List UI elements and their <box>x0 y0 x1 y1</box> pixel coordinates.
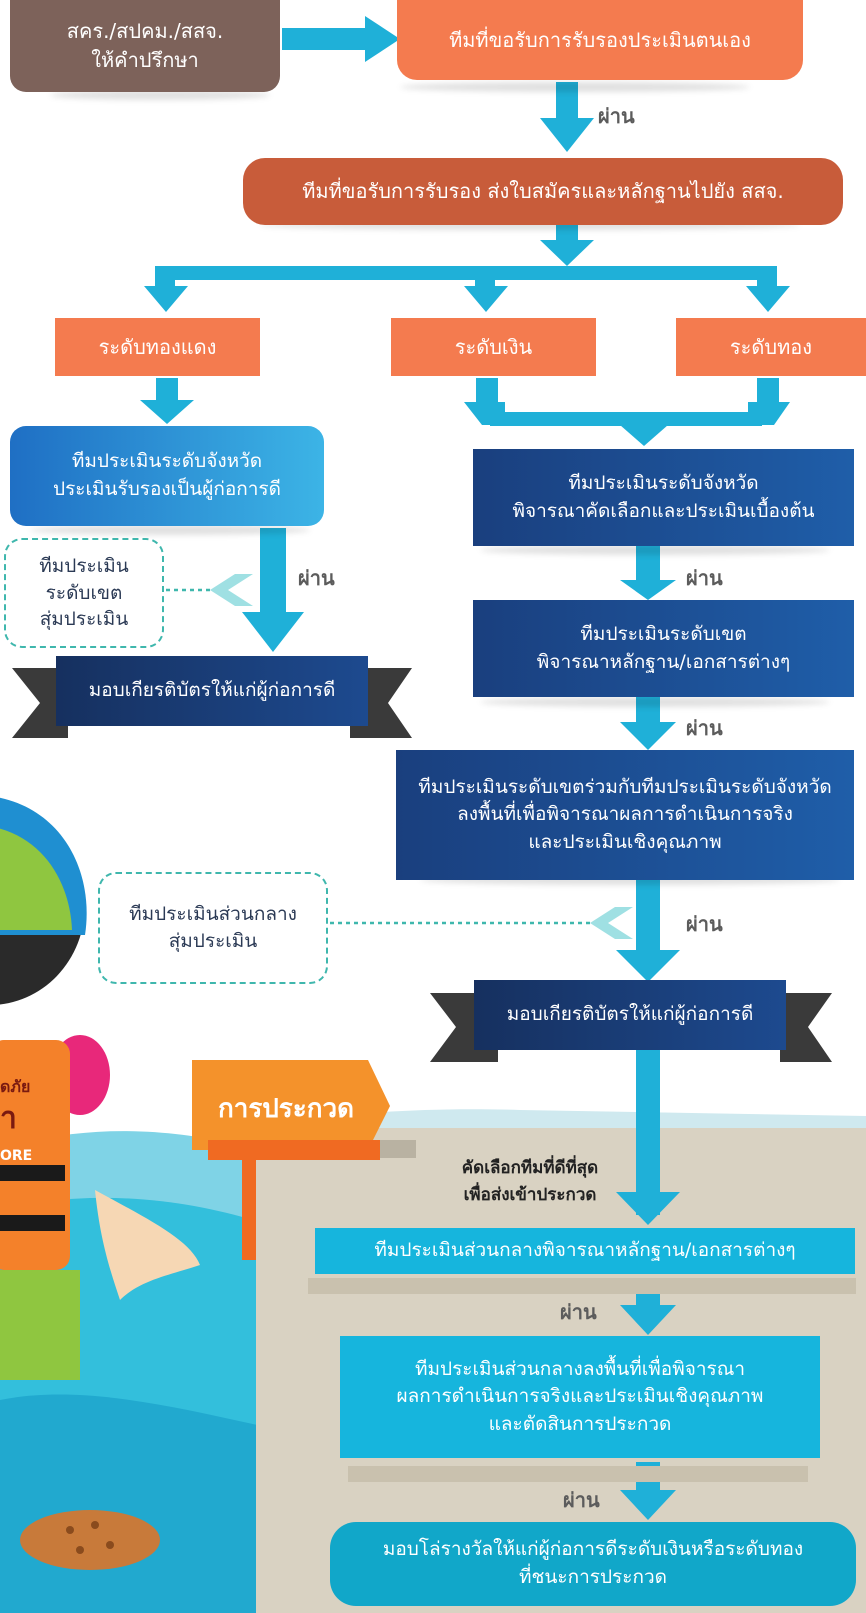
vest-text-1: ดภัย <box>0 1077 31 1096</box>
level-gold: ระดับทอง <box>676 318 866 376</box>
shadow <box>480 545 830 555</box>
award-line2: ที่ชนะการประกวด <box>519 1566 667 1588</box>
shadow <box>260 220 800 230</box>
joint-field-line1: ทีมประเมินระดับเขตร่วมกับทีมประเมินระดับ… <box>418 775 832 798</box>
award-box: มอบโล่รางวัลให้แก่ผู้ก่อการดีระดับเงินหร… <box>330 1522 856 1606</box>
pass-label: ผ่าน <box>598 104 635 128</box>
central-field-line3: และตัดสินการประกวด <box>488 1412 672 1435</box>
submit-box: ทีมที่ขอรับการรับรอง ส่งใบสมัครและหลักฐา… <box>243 158 843 225</box>
joint-field-line3: และประเมินเชิงคุณภาพ <box>528 830 722 853</box>
central-field-box: ทีมประเมินส่วนกลางลงพื้นที่เพื่อพิจารณา … <box>340 1336 820 1458</box>
province-bronze-box: ทีมประเมินระดับจังหวัด ประเมินรับรองเป็น… <box>10 426 324 526</box>
level-silver-label: ระดับเงิน <box>454 334 533 359</box>
pass-label: ผ่าน <box>686 566 723 590</box>
province-bronze-line2: ประเมินรับรองเป็นผู้ก่อการดี <box>53 478 281 500</box>
central-review-text: ทีมประเมินส่วนกลางพิจารณาหลักฐาน/เอกสารต… <box>374 1239 796 1262</box>
contest-title: การประกวด <box>218 1094 354 1124</box>
joint-field-box: ทีมประเมินระดับเขตร่วมกับทีมประเมินระดับ… <box>396 750 854 880</box>
award-line1: มอบโล่รางวัลให้แก่ผู้ก่อการดีระดับเงินหร… <box>382 1538 804 1561</box>
district-random-line2: ระดับเขต <box>45 581 123 604</box>
self-assess-text: ทีมที่ขอรับการรับรองประเมินตนเอง <box>449 27 751 52</box>
select-best-text: คัดเลือกทีมที่ดีที่สุด เพื่อส่งเข้าประกว… <box>430 1155 630 1209</box>
vest-text-3: ORE <box>0 1148 33 1164</box>
province-silver-box: ทีมประเมินระดับจังหวัด พิจารณาคัดเลือกแล… <box>473 449 854 546</box>
central-random-line2: สุ่มประเมิน <box>168 930 258 952</box>
central-random-line1: ทีมประเมินส่วนกลาง <box>129 903 297 926</box>
advisor-box: สคร./สปคม./สสจ. ให้คำปรึกษา <box>10 0 280 92</box>
shadow <box>30 525 310 535</box>
shadow <box>480 697 830 707</box>
level-silver: ระดับเงิน <box>391 318 596 376</box>
shadow <box>420 875 840 885</box>
advisor-line2: ให้คำปรึกษา <box>91 48 199 72</box>
certificate-left-box: มอบเกียรติบัตรให้แก่ผู้ก่อการดี <box>56 656 368 726</box>
central-field-line2: ผลการดำเนินการจริงและประเมินเชิงคุณภาพ <box>396 1385 764 1408</box>
central-field-line1: ทีมประเมินส่วนกลางลงพื้นที่เพื่อพิจารณา <box>414 1357 746 1380</box>
self-assess-box: ทีมที่ขอรับการรับรองประเมินตนเอง <box>397 0 803 80</box>
submit-text: ทีมที่ขอรับการรับรอง ส่งใบสมัครและหลักฐา… <box>302 179 784 203</box>
shelf <box>348 1466 808 1482</box>
district-random-line1: ทีมประเมิน <box>39 555 129 578</box>
vest-text-2: า <box>0 1101 17 1136</box>
district-review-line2: พิจารณาหลักฐาน/เอกสารต่างๆ <box>536 650 791 673</box>
joint-field-line2: ลงพื้นที่เพื่อพิจารณาผลการดำเนินการจริง <box>457 803 793 826</box>
level-gold-label: ระดับทอง <box>729 334 813 359</box>
certificate-right-box: มอบเกียรติบัตรให้แก่ผู้ก่อการดี <box>474 980 786 1050</box>
pass-label: ผ่าน <box>560 1300 597 1324</box>
select-best-line2: เพื่อส่งเข้าประกวด <box>463 1185 597 1206</box>
district-review-line1: ทีมประเมินระดับเขต <box>580 622 747 645</box>
district-random-line3: สุ่มประเมิน <box>39 608 129 631</box>
level-bronze: ระดับทองแดง <box>55 318 260 376</box>
pass-label: ผ่าน <box>298 566 335 590</box>
shadow <box>400 82 750 92</box>
certificate-left-text: มอบเกียรติบัตรให้แก่ผู้ก่อการดี <box>88 679 336 702</box>
province-silver-line1: ทีมประเมินระดับจังหวัด <box>568 471 759 494</box>
pass-label: ผ่าน <box>563 1488 600 1512</box>
advisor-line1: สคร./สปคม./สสจ. <box>66 19 224 43</box>
pass-label: ผ่าน <box>686 912 723 936</box>
province-bronze-line1: ทีมประเมินระดับจังหวัด <box>71 450 263 473</box>
central-random-box: ทีมประเมินส่วนกลาง สุ่มประเมิน <box>98 872 328 984</box>
district-review-box: ทีมประเมินระดับเขต พิจารณาหลักฐาน/เอกสาร… <box>473 600 854 697</box>
certificate-right-text: มอบเกียรติบัตรให้แก่ผู้ก่อการดี <box>506 1003 754 1026</box>
pass-label: ผ่าน <box>686 716 723 740</box>
province-silver-line2: พิจารณาคัดเลือกและประเมินเบื้องต้น <box>512 499 815 522</box>
level-bronze-label: ระดับทองแดง <box>98 334 217 359</box>
shadow <box>50 90 270 100</box>
shelf <box>308 1278 856 1294</box>
district-random-box: ทีมประเมิน ระดับเขต สุ่มประเมิน <box>4 538 164 648</box>
central-review-box: ทีมประเมินส่วนกลางพิจารณาหลักฐาน/เอกสารต… <box>315 1228 855 1274</box>
select-best-line1: คัดเลือกทีมที่ดีที่สุด <box>461 1158 599 1178</box>
